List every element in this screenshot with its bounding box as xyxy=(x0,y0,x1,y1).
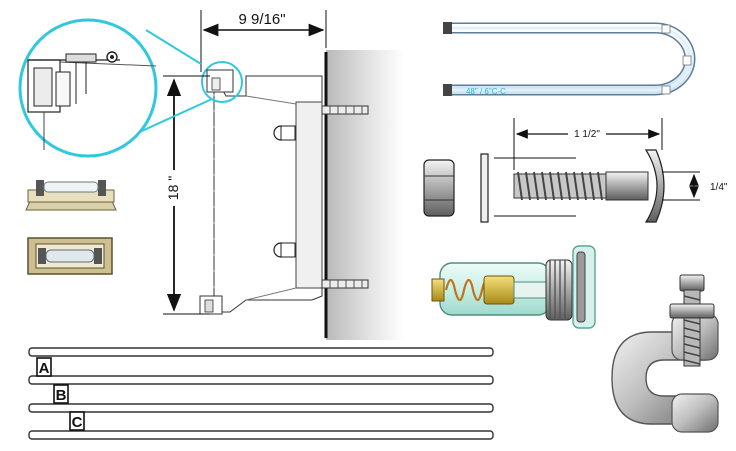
strip-label-c: C xyxy=(72,414,83,431)
u-lamp-tube: 48" / 6"C-C xyxy=(443,22,696,96)
socket-bottom xyxy=(273,242,296,258)
strip-1 xyxy=(28,347,494,357)
tube-cap-bottom xyxy=(443,84,452,96)
lamp-holder-angled xyxy=(25,180,117,211)
strip-3 xyxy=(28,403,494,413)
socket-top xyxy=(273,125,296,141)
lamp-holder-front xyxy=(27,237,113,275)
depth-dimension: 9 9/16" xyxy=(200,10,327,72)
fixture-section xyxy=(199,50,404,340)
detail-magnified-view xyxy=(18,18,213,158)
wall xyxy=(326,50,404,340)
bolt-diameter-label: 1/4" xyxy=(710,182,728,193)
beam-clamp xyxy=(611,274,719,433)
strip-4 xyxy=(28,430,494,440)
depth-dimension-label: 9 9/16" xyxy=(238,11,285,28)
hex-nut xyxy=(423,159,455,217)
carriage-bolt xyxy=(513,149,665,223)
bolt-diameter-dimension: 1/4" xyxy=(662,171,728,201)
tube-label: 48" / 6"C-C xyxy=(466,87,506,96)
strip-set: A B C xyxy=(28,347,494,440)
spring-lamp-holder xyxy=(431,245,596,329)
height-dimension-label: 18 " xyxy=(165,176,181,200)
inner-panel xyxy=(295,101,323,289)
strip-label-a: A xyxy=(39,360,50,377)
flat-washer xyxy=(480,153,489,223)
tube-cap-top xyxy=(443,22,452,34)
height-dimension: 18 " xyxy=(163,75,210,315)
detail-callout-circle xyxy=(201,61,243,103)
bolt-length-dimension: 1 1/2" xyxy=(494,118,663,217)
mounting-bolt-bottom xyxy=(321,279,369,289)
strip-2 xyxy=(28,375,494,385)
strip-label-b: B xyxy=(56,387,67,404)
bolt-length-label: 1 1/2" xyxy=(574,129,600,140)
mounting-bolt-top xyxy=(321,105,369,115)
